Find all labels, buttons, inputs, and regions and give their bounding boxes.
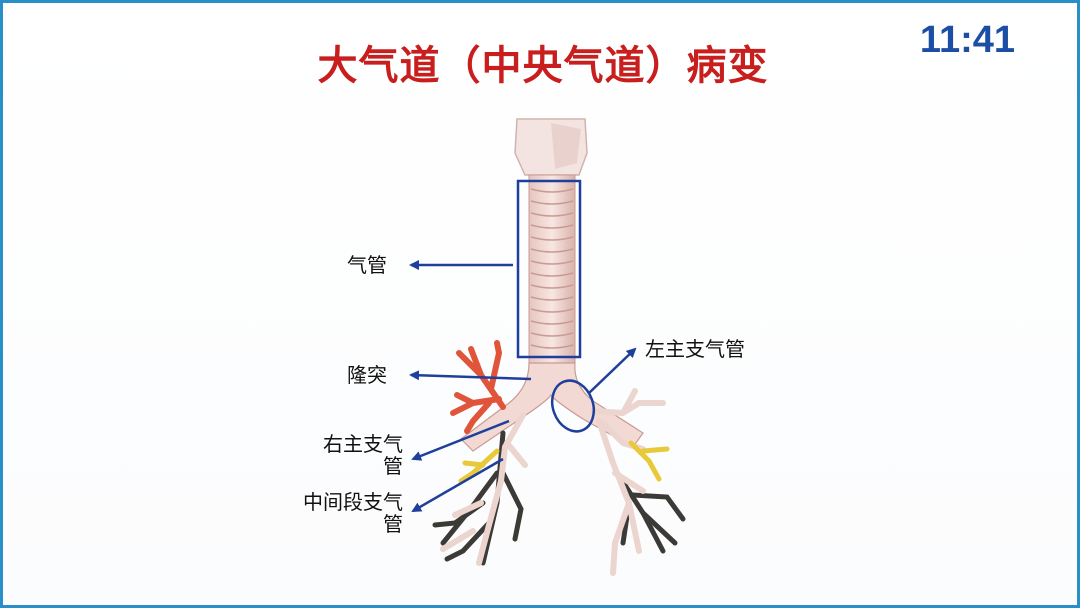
left-lower-lobe-branches [618,476,686,554]
label-right-main-bronchus: 右主支气 管 [293,433,403,477]
label-trachea: 气管 [347,253,387,277]
right-main-bronchus-arrow [411,419,510,461]
left-bronchus-highlight-ellipse [550,379,596,433]
label-intermediate-bronchus: 中间段支气 管 [273,491,403,535]
label-intermediate-bronchus-line2: 管 [383,512,403,536]
right-middle-lobe-branches [458,448,500,484]
label-carina: 隆突 [347,363,387,387]
trachea-tube [528,174,576,366]
airway-diagram [409,118,686,576]
left-main-bronchus-arrow [588,347,637,394]
right-upper-lobe-branches [450,340,506,434]
carina-arrow [409,370,532,381]
clock-readout: 11:41 [919,19,1015,61]
label-left-main-bronchus: 左主支气管 [645,337,745,361]
slide-title: 大气道（中央气道）病变 [317,43,769,89]
intermediate-bronchus-arrow [411,457,504,513]
label-right-main-bronchus-line2: 管 [383,454,403,478]
label-right-main-bronchus-line1: 右主支气 [323,432,403,456]
label-intermediate-bronchus-line1: 中间段支气 [303,490,403,514]
left-lingula-branches [628,440,670,482]
trachea-highlight-box [516,179,582,359]
